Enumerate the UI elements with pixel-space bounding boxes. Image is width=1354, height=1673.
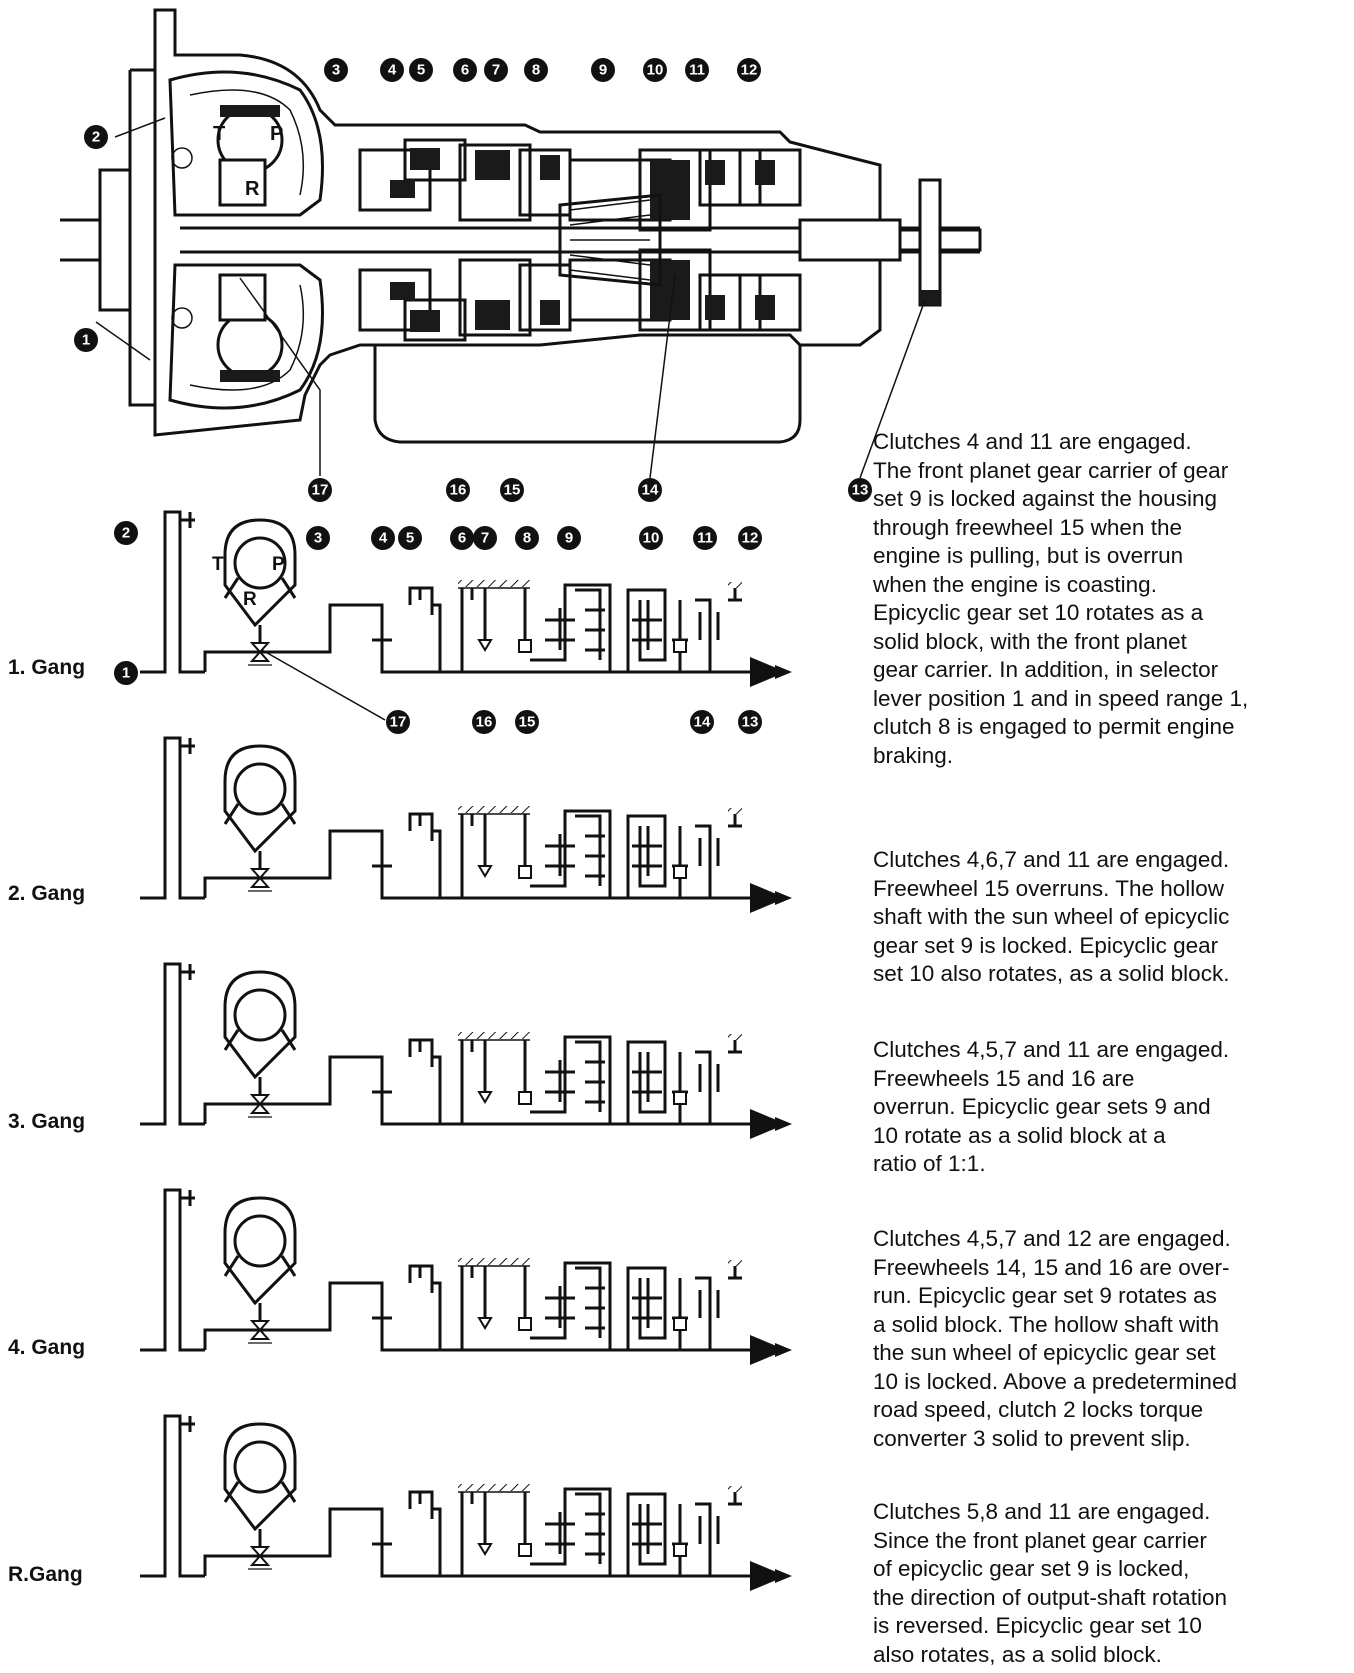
svg-text:5: 5 bbox=[406, 530, 414, 547]
callout-1: 1 bbox=[74, 328, 98, 352]
callout-10: 10 bbox=[643, 58, 667, 82]
gear-description-4: Clutches 4,5,7 and 12 are engaged. Freew… bbox=[873, 1226, 1237, 1451]
svg-text:10: 10 bbox=[643, 530, 660, 547]
transmission-cutaway bbox=[60, 8, 982, 479]
callout-11: 11 bbox=[685, 58, 709, 82]
svg-text:15: 15 bbox=[519, 714, 536, 731]
svg-text:14: 14 bbox=[694, 714, 711, 731]
svg-text:13: 13 bbox=[742, 714, 759, 731]
svg-text:13: 13 bbox=[852, 482, 869, 499]
schematic-letter-p: P bbox=[272, 554, 285, 575]
svg-text:6: 6 bbox=[458, 530, 466, 547]
svg-text:1: 1 bbox=[122, 665, 130, 682]
gear-label-3: 3. Gang bbox=[8, 1110, 86, 1133]
schematic-letter-r: R bbox=[243, 589, 257, 610]
callout-15: 15 bbox=[500, 478, 524, 502]
schematic-callout-17: 17 bbox=[386, 710, 410, 734]
callout-13: 13 bbox=[848, 478, 872, 502]
callout-5: 5 bbox=[409, 58, 433, 82]
gear-label-r: R.Gang bbox=[8, 1563, 83, 1586]
svg-text:17: 17 bbox=[390, 714, 407, 731]
callout-8: 8 bbox=[524, 58, 548, 82]
schematic-callout-15: 15 bbox=[515, 710, 539, 734]
svg-text:16: 16 bbox=[450, 482, 467, 499]
svg-text:12: 12 bbox=[742, 530, 759, 547]
svg-text:11: 11 bbox=[689, 62, 705, 79]
schematic-callout-3: 3 bbox=[306, 526, 330, 550]
schematic-callout-13: 13 bbox=[738, 710, 762, 734]
svg-text:9: 9 bbox=[565, 530, 573, 547]
schematic-callout-7: 7 bbox=[473, 526, 497, 550]
schematic-gear-4 bbox=[140, 1188, 792, 1357]
schematic-callout-16: 16 bbox=[472, 710, 496, 734]
svg-text:5: 5 bbox=[417, 62, 425, 79]
svg-text:10: 10 bbox=[647, 62, 664, 79]
schematic-callout-11: 11 bbox=[693, 526, 717, 550]
callout-9: 9 bbox=[591, 58, 615, 82]
schematic-callout-1: 1 bbox=[114, 661, 138, 685]
schematic-callout-10: 10 bbox=[639, 526, 663, 550]
callout-17: 17 bbox=[308, 478, 332, 502]
callout-12: 12 bbox=[737, 58, 761, 82]
leader-17 bbox=[261, 649, 386, 721]
schematic-callout-4: 4 bbox=[371, 526, 395, 550]
converter-letter-t: T bbox=[213, 123, 225, 145]
schematic-callouts: 2 3 4 5 6 7 8 9 10 11 12 1 17 16 15 14 1… bbox=[114, 521, 762, 734]
clutch-packs-lower bbox=[358, 248, 802, 342]
clutch-packs-upper bbox=[358, 138, 802, 232]
svg-text:4: 4 bbox=[388, 62, 397, 79]
svg-text:8: 8 bbox=[523, 530, 531, 547]
gear-description-1: Clutches 4 and 11 are engaged. The front… bbox=[873, 429, 1249, 768]
gear-label-4: 4. Gang bbox=[8, 1336, 86, 1359]
svg-text:15: 15 bbox=[504, 482, 521, 499]
schematic-callout-6: 6 bbox=[450, 526, 474, 550]
svg-text:14: 14 bbox=[642, 482, 659, 499]
callout-2: 2 bbox=[84, 125, 108, 149]
schematic-gear-3 bbox=[140, 962, 792, 1131]
callout-7: 7 bbox=[484, 58, 508, 82]
schematic-callout-14: 14 bbox=[690, 710, 714, 734]
cutaway-callouts: 3 4 5 6 7 8 9 10 11 12 2 1 17 16 15 14 1… bbox=[74, 58, 872, 502]
schematic-letter-t: T bbox=[212, 554, 224, 575]
svg-text:2: 2 bbox=[92, 129, 100, 146]
schematic-gear-2 bbox=[140, 736, 792, 905]
svg-text:7: 7 bbox=[492, 62, 500, 79]
gear-label-2: 2. Gang bbox=[8, 882, 86, 905]
gear-label-1: 1. Gang bbox=[8, 656, 86, 679]
schematic-callout-8: 8 bbox=[515, 526, 539, 550]
schematic-callout-9: 9 bbox=[557, 526, 581, 550]
gear-schematics bbox=[140, 510, 792, 1583]
schematic-callout-5: 5 bbox=[398, 526, 422, 550]
callout-3: 3 bbox=[324, 58, 348, 82]
svg-text:9: 9 bbox=[599, 62, 607, 79]
callout-6: 6 bbox=[453, 58, 477, 82]
svg-text:7: 7 bbox=[481, 530, 489, 547]
svg-text:3: 3 bbox=[332, 62, 340, 79]
schematic-callout-12: 12 bbox=[738, 526, 762, 550]
svg-text:8: 8 bbox=[532, 62, 540, 79]
callout-14: 14 bbox=[638, 478, 662, 502]
svg-text:17: 17 bbox=[312, 482, 329, 499]
svg-text:16: 16 bbox=[476, 714, 493, 731]
svg-text:3: 3 bbox=[314, 530, 322, 547]
svg-text:6: 6 bbox=[461, 62, 469, 79]
converter-letter-r: R bbox=[245, 178, 260, 200]
svg-text:2: 2 bbox=[122, 525, 130, 542]
schematic-callout-2: 2 bbox=[114, 521, 138, 545]
svg-text:12: 12 bbox=[741, 62, 758, 79]
schematic-gear-1 bbox=[140, 510, 792, 679]
schematic-gear-r bbox=[140, 1414, 792, 1583]
gear-description-3: Clutches 4,5,7 and 11 are engaged. Freew… bbox=[873, 1037, 1230, 1176]
gear-description-r: Clutches 5,8 and 11 are engaged. Since t… bbox=[873, 1499, 1227, 1667]
callout-16: 16 bbox=[446, 478, 470, 502]
callout-4: 4 bbox=[380, 58, 404, 82]
svg-text:11: 11 bbox=[697, 530, 713, 547]
gear-description-2: Clutches 4,6,7 and 11 are engaged. Freew… bbox=[873, 847, 1230, 986]
svg-text:4: 4 bbox=[379, 530, 388, 547]
svg-text:1: 1 bbox=[82, 332, 90, 349]
converter-letter-p: P bbox=[270, 123, 283, 145]
